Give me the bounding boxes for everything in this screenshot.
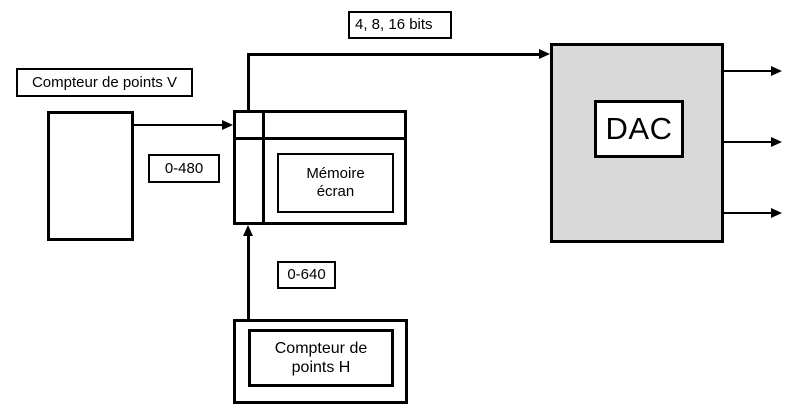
h-to-memory-arrowhead-icon — [243, 225, 253, 236]
memory-to-dac-line-horizontal — [247, 53, 539, 56]
counter-h-label-line1: Compteur de — [274, 339, 368, 357]
dac-label: DAC — [605, 111, 673, 147]
counter-v-box — [47, 111, 134, 241]
counter-h-label-line2: points H — [291, 359, 351, 376]
dac-output-arrowhead-3-icon — [771, 208, 782, 218]
memory-label: Mémoire écran — [277, 153, 394, 213]
counter-v-label: Compteur de points V — [16, 68, 193, 97]
range-v-label: 0-480 — [148, 154, 220, 183]
memory-column-divider — [262, 110, 265, 225]
dac-output-arrowhead-2-icon — [771, 137, 782, 147]
range-h-label: 0-640 — [277, 261, 336, 289]
h-to-memory-arrow-line — [247, 235, 250, 319]
v-to-memory-arrow-line — [134, 124, 224, 126]
dac-output-line-3 — [723, 212, 772, 214]
v-to-memory-arrowhead-icon — [222, 120, 233, 130]
dac-output-arrowhead-1-icon — [771, 66, 782, 76]
memory-row-divider — [233, 137, 407, 140]
counter-h-label-box: Compteur de points H — [248, 329, 394, 387]
dac-output-line-2 — [723, 141, 772, 143]
memory-label-line2: écran — [316, 183, 355, 200]
memory-label-line1: Mémoire — [306, 165, 365, 182]
dac-label-box: DAC — [594, 100, 684, 158]
memory-to-dac-line-vertical — [247, 53, 250, 110]
memory-to-dac-arrowhead-icon — [539, 49, 550, 59]
bits-width-label: 4, 8, 16 bits — [348, 11, 452, 39]
dac-output-line-1 — [723, 70, 772, 72]
